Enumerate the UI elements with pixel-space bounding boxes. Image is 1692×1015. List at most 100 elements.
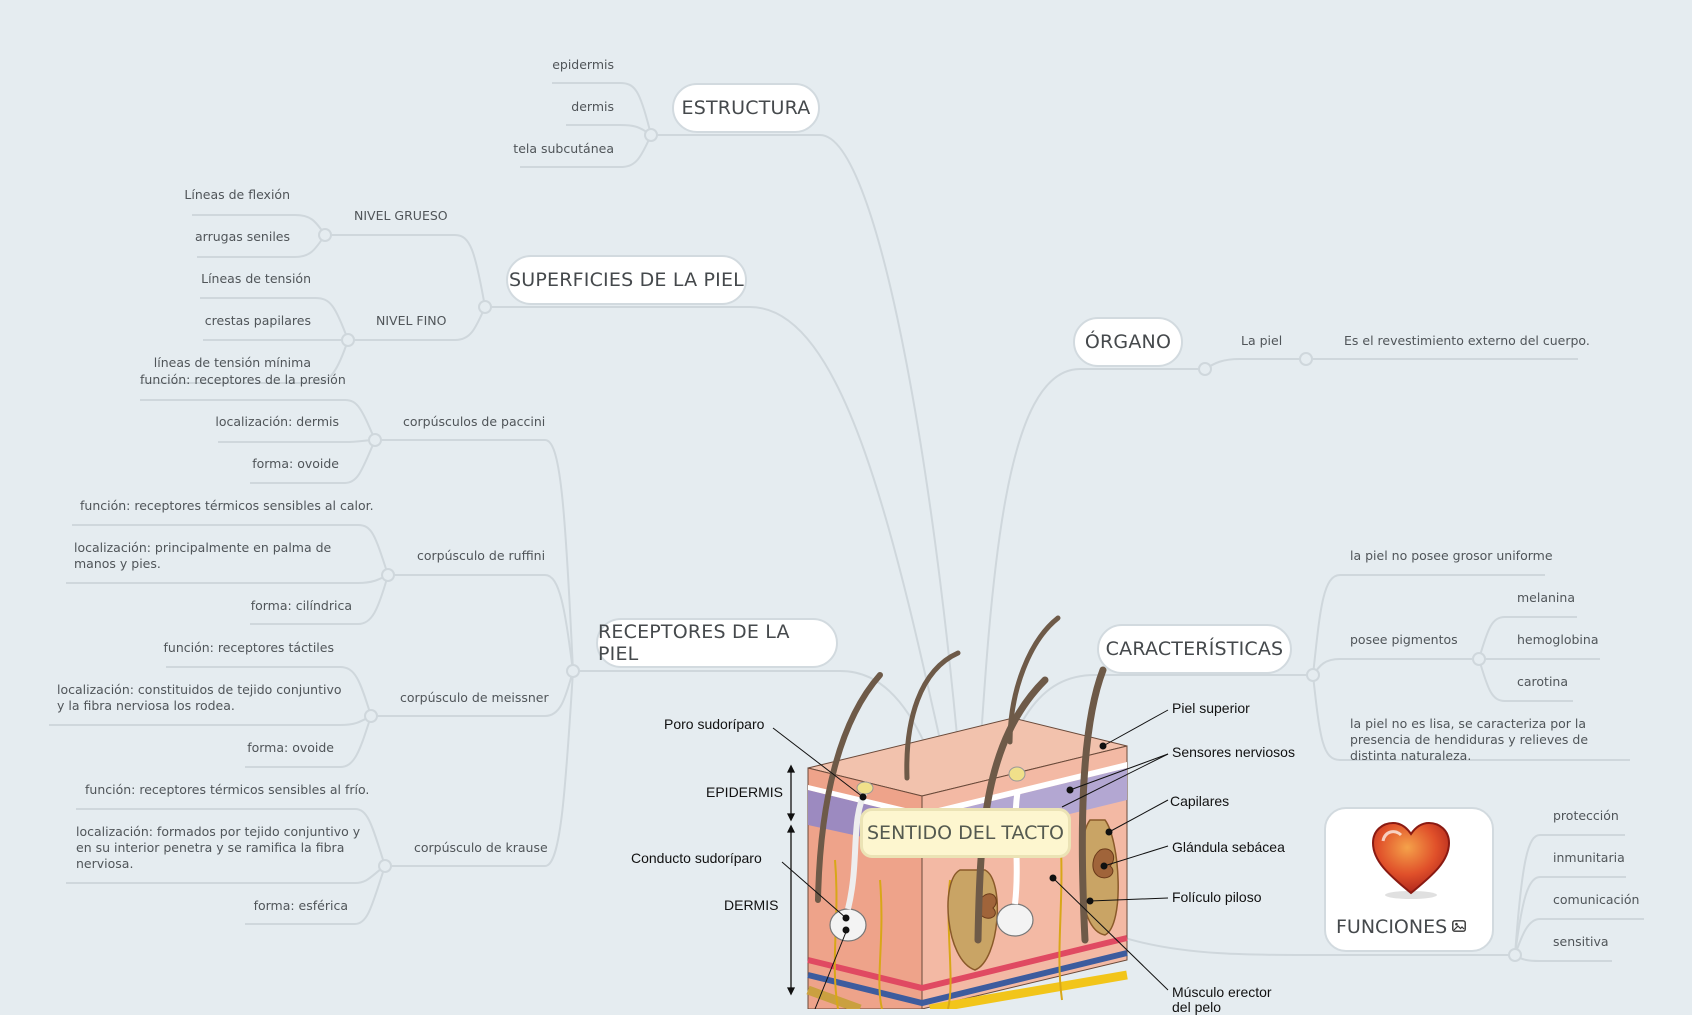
link-nivel-fino [348,306,486,341]
link-receptores-main [573,670,956,831]
image-icon[interactable] [1452,920,1466,932]
leaf-sensitiva[interactable]: sensitiva [1553,934,1609,949]
subtopic-tela-subcutanea[interactable]: tela subcutánea [513,141,614,156]
subtopic-nivel-grueso[interactable]: NIVEL GRUESO [354,208,448,223]
topic-label: SUPERFICIES DE LA PIEL [509,269,744,291]
annotation-dermis: DERMIS [724,897,779,913]
annotation-conducto-sudoriparo: Conducto sudoríparo [631,850,762,866]
junction-organo [1198,362,1212,376]
link-tela [520,134,652,168]
link-organo-main [974,368,1205,831]
subtopic-ruffini[interactable]: corpúsculo de ruffini [417,548,546,563]
leaf-arrugas-seniles[interactable]: arrugas seniles [195,229,290,244]
link-paccini [375,439,574,672]
annotation-sensores-nerviosos: Sensores nerviosos [1172,744,1295,760]
link-r2 [66,574,389,584]
leaf-hemoglobina[interactable]: hemoglobina [1517,632,1599,647]
leaf-ruffini-forma[interactable]: forma: cilíndrica [250,598,352,613]
leaf-lineas-tension-minima[interactable]: líneas de tensión mínima [153,355,311,370]
link-meissner [371,670,574,717]
link-dermis [566,124,652,136]
junction-ruffini [381,568,395,582]
subtopic-krause[interactable]: corpúsculo de krause [414,840,548,855]
leaf-carotina[interactable]: carotina [1517,674,1569,689]
topic-label: CARACTERÍSTICAS [1105,638,1284,660]
subtopic-epidermis[interactable]: epidermis [552,57,614,72]
link-superficies-main [485,306,961,831]
junction-pigmentos [1472,652,1486,666]
leaf-melanina[interactable]: melanina [1517,590,1575,605]
subtopic-dermis[interactable]: dermis [571,99,614,114]
link-tension-minima [140,339,349,384]
link-p3 [250,439,376,484]
leaf-crestas-papilares[interactable]: crestas papilares [204,313,311,328]
subtopic-piel-no-lisa[interactable]: la piel no es lisa, se caracteriza por l… [1350,716,1589,763]
link-r3 [250,574,389,625]
link-melanina [1478,616,1577,660]
topic-caracteristicas[interactable]: CARACTERÍSTICAS [1097,624,1292,674]
leaf-comunicacion[interactable]: comunicación [1553,892,1640,907]
junction-caracteristicas [1306,668,1320,682]
link-inmunitaria [1514,876,1626,956]
leaf-ruffini-localizacion[interactable]: localización: principalmente en palma de… [74,540,332,571]
topic-superficies[interactable]: SUPERFICIES DE LA PIEL [506,255,747,305]
leaf-inmunitaria[interactable]: inmunitaria [1553,850,1625,865]
heart-icon [1371,821,1451,899]
link-m3 [245,715,372,768]
leaf-krause-forma[interactable]: forma: esférica [253,898,348,913]
leaf-meissner-localizacion[interactable]: localización: constituidos de tejido con… [57,682,342,713]
link-pigmentos [1312,658,1479,676]
leaf-meissner-funcion[interactable]: función: receptores táctiles [163,640,334,655]
topic-label: ESTRUCTURA [681,97,811,119]
subtopic-pigmentos[interactable]: posee pigmentos [1350,632,1458,647]
link-krause [385,670,574,867]
central-topic[interactable]: SENTIDO DEL TACTO [860,808,1071,858]
leaf-meissner-forma[interactable]: forma: ovoide [247,740,334,755]
link-m2 [49,715,372,726]
subtopic-paccini[interactable]: corpúsculos de paccini [403,414,546,429]
link-m1 [166,666,372,717]
link-proteccion [1514,834,1625,956]
topic-label: ÓRGANO [1084,331,1172,353]
leaf-paccini-forma[interactable]: forma: ovoide [252,456,339,471]
leaf-paccini-funcion[interactable]: función: receptores de la presión [140,372,346,387]
link-r1 [72,524,389,576]
junction-la-piel [1299,352,1313,366]
topic-organo[interactable]: ÓRGANO [1073,317,1183,367]
junction-receptores [566,664,580,678]
leaf-revestimiento[interactable]: Es el revestimiento externo del cuerpo. [1344,333,1590,348]
leaf-lineas-tension[interactable]: Líneas de tensión [201,271,311,286]
annotation-foliculo-piloso: Folículo piloso [1172,889,1262,905]
link-grosor [1312,574,1545,676]
annotation-musculo-erector: Músculo erector del pelo [1172,984,1272,1015]
subtopic-grosor[interactable]: la piel no posee grosor uniforme [1350,548,1553,563]
leaf-proteccion[interactable]: protección [1553,808,1619,823]
topic-receptores[interactable]: RECEPTORES DE LA PIEL [596,618,838,668]
link-carotina [1478,658,1573,702]
leaf-lineas-flexion[interactable]: Líneas de flexión [184,187,290,202]
junction-paccini [368,433,382,447]
annotation-capilares: Capilares [1170,793,1230,809]
topic-estructura[interactable]: ESTRUCTURA [672,83,820,133]
topic-label: RECEPTORES DE LA PIEL [598,621,790,665]
junction-funciones [1508,948,1522,962]
junction-superficies [478,300,492,314]
junction-estructura [644,128,658,142]
link-k3 [245,865,386,925]
subtopic-la-piel[interactable]: La piel [1241,333,1283,348]
topic-funciones[interactable]: FUNCIONES [1324,807,1494,952]
link-p1 [140,399,376,441]
subtopic-nivel-fino[interactable]: NIVEL FINO [376,313,447,328]
leaf-krause-localizacion[interactable]: localización: formados por tejido conjun… [76,824,361,871]
link-tension [200,297,349,341]
junction-nivel-grueso [318,228,332,242]
leaf-paccini-localizacion[interactable]: localización: dermis [215,414,339,429]
junction-meissner [364,709,378,723]
leaf-ruffini-funcion[interactable]: función: receptores térmicos sensibles a… [80,498,374,513]
link-lisa [1312,674,1630,761]
leaf-krause-funcion[interactable]: función: receptores térmicos sensibles a… [85,782,370,797]
annotation-piel-superior: Piel superior [1172,700,1250,716]
subtopic-meissner[interactable]: corpúsculo de meissner [400,690,549,705]
link-k1 [76,808,386,867]
